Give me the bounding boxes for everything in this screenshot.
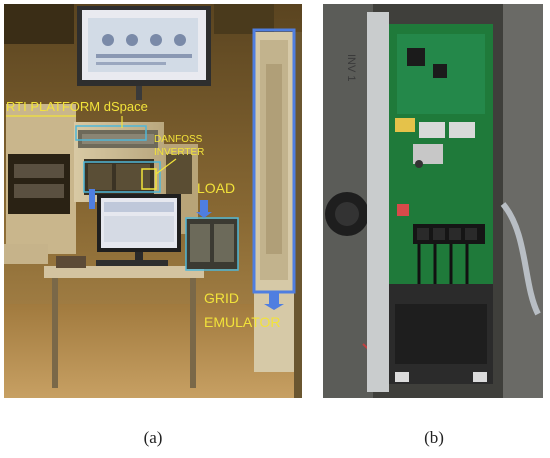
- rti-platform-box: [75, 125, 147, 141]
- desk-top: [44, 266, 204, 278]
- dspace-io-box: [83, 161, 161, 193]
- danfoss-inverter-label-line2: INVERTER: [154, 147, 205, 158]
- inverter-board-illustration: [323, 4, 543, 398]
- wall-monitor: [77, 6, 211, 100]
- load-box: [185, 217, 239, 271]
- load-cabinet: [186, 219, 238, 269]
- wiring-harness: [417, 244, 469, 289]
- lab-scene-illustration: [4, 4, 302, 398]
- inv1-module-tag: INV 1: [345, 54, 357, 82]
- pc-workstation: [96, 194, 181, 268]
- load-label: LOAD: [197, 180, 236, 196]
- grid-emulator-label-line2: EMULATOR: [204, 314, 281, 330]
- control-pcb: [389, 24, 493, 284]
- rti-platform-label: RTI PLATFORM dSpace: [6, 99, 148, 114]
- danfoss-inverter-label-line1: DANFOSS: [154, 134, 203, 145]
- inverter-board-photo: INV 1: [323, 4, 543, 398]
- grid-arrow: [264, 292, 284, 310]
- load-arrow: [196, 200, 212, 218]
- danfoss-inverter-box: [141, 168, 157, 190]
- grid-emulator-cabinet: [254, 32, 294, 372]
- grid-emulator-label-line1: GRID: [204, 290, 239, 306]
- caption-a: (a): [143, 428, 163, 447]
- lab-setup-photo: RTI PLATFORM dSpace DANFOSS INVERTER LOA…: [4, 4, 302, 398]
- caption-b: (b): [424, 428, 444, 447]
